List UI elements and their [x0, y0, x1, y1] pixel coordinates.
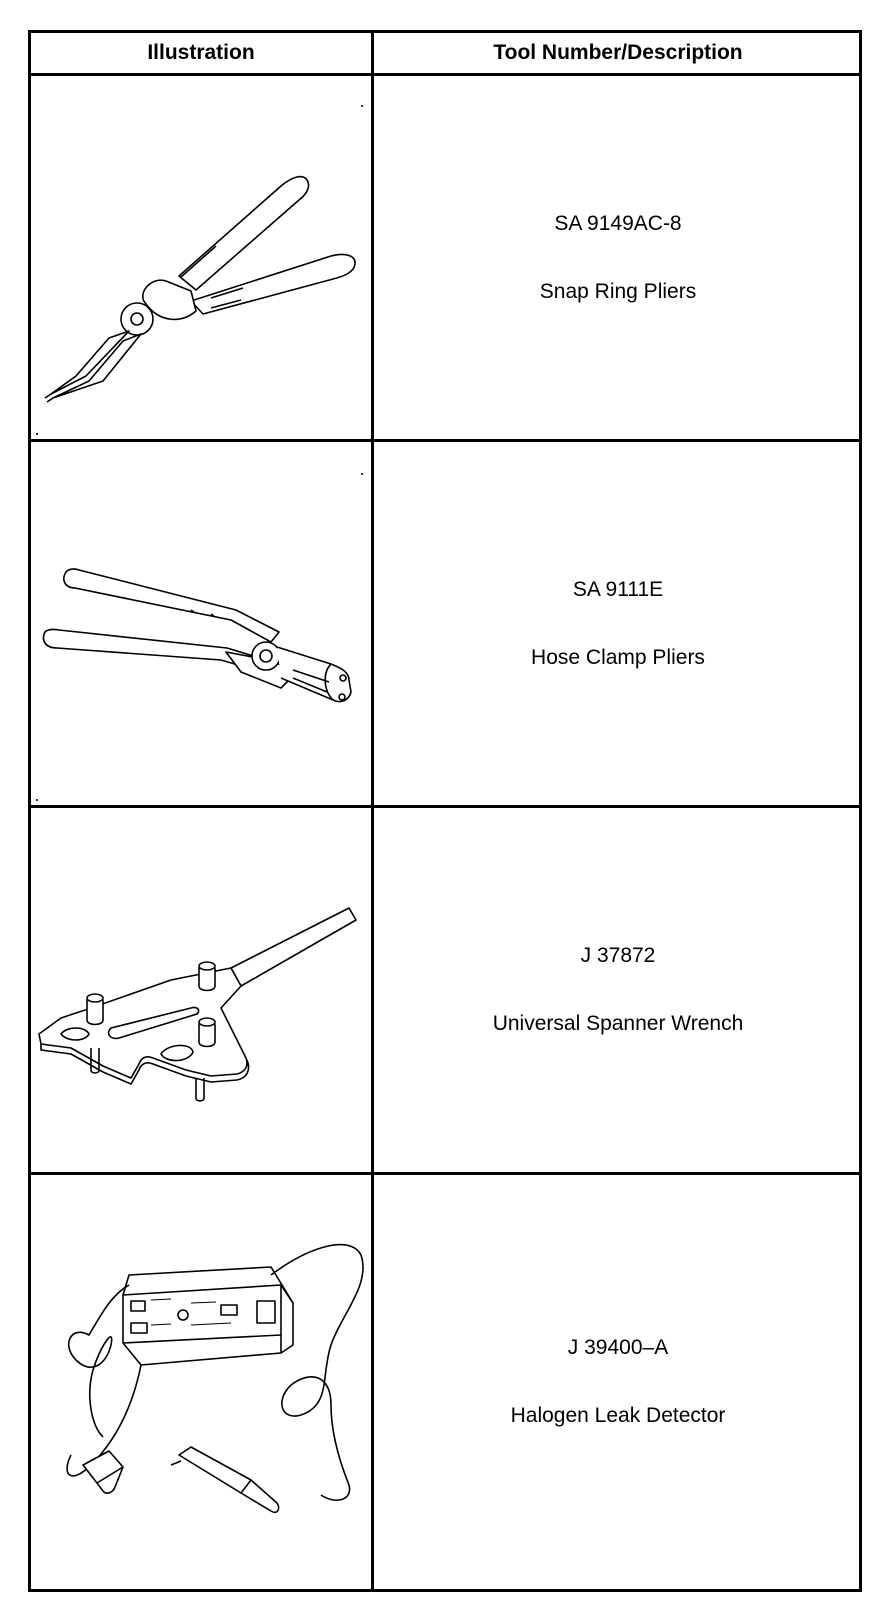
tool-number: SA 9111E [572, 577, 664, 601]
tool-name: Hose Clamp Pliers [531, 645, 705, 669]
tool-description-cell: SA 9111E Hose Clamp Pliers [374, 442, 862, 805]
tool-description-cell: J 39400–A Halogen Leak Detector [374, 1175, 862, 1589]
tool-number: J 37872 [580, 944, 656, 967]
tool-description-cell: J 37872 Universal Spanner Wrench [374, 808, 862, 1172]
column-divider [371, 33, 374, 1589]
hose-clamp-pliers-icon [42, 568, 352, 703]
scan-speck [361, 105, 363, 107]
leak-detector-icon [66, 1243, 364, 1514]
illustration-cell [31, 808, 371, 1172]
row-divider [31, 805, 859, 808]
illustration-cell [31, 76, 371, 439]
header-tool-description: Tool Number/Description [493, 41, 743, 64]
row-divider [31, 73, 859, 76]
illustration-cell [31, 1175, 371, 1589]
header-illustration: Illustration [147, 41, 255, 64]
scan-speck [36, 799, 38, 801]
tool-name: Universal Spanner Wrench [492, 1012, 744, 1035]
scan-speck [361, 473, 363, 475]
tool-number: J 39400–A [567, 1336, 669, 1359]
illustration-cell [31, 442, 371, 805]
tool-table: Illustration Tool Number/Description SA … [28, 30, 862, 1592]
row-divider [31, 1172, 859, 1175]
scan-speck [36, 433, 38, 435]
tool-number: SA 9149AC-8 [554, 211, 682, 235]
row-divider [31, 439, 859, 442]
tool-name: Snap Ring Pliers [539, 279, 697, 303]
snap-ring-pliers-icon [44, 175, 356, 403]
tool-name: Halogen Leak Detector [510, 1404, 726, 1427]
tool-description-cell: SA 9149AC-8 Snap Ring Pliers [374, 76, 862, 439]
spanner-wrench-icon [38, 907, 357, 1102]
